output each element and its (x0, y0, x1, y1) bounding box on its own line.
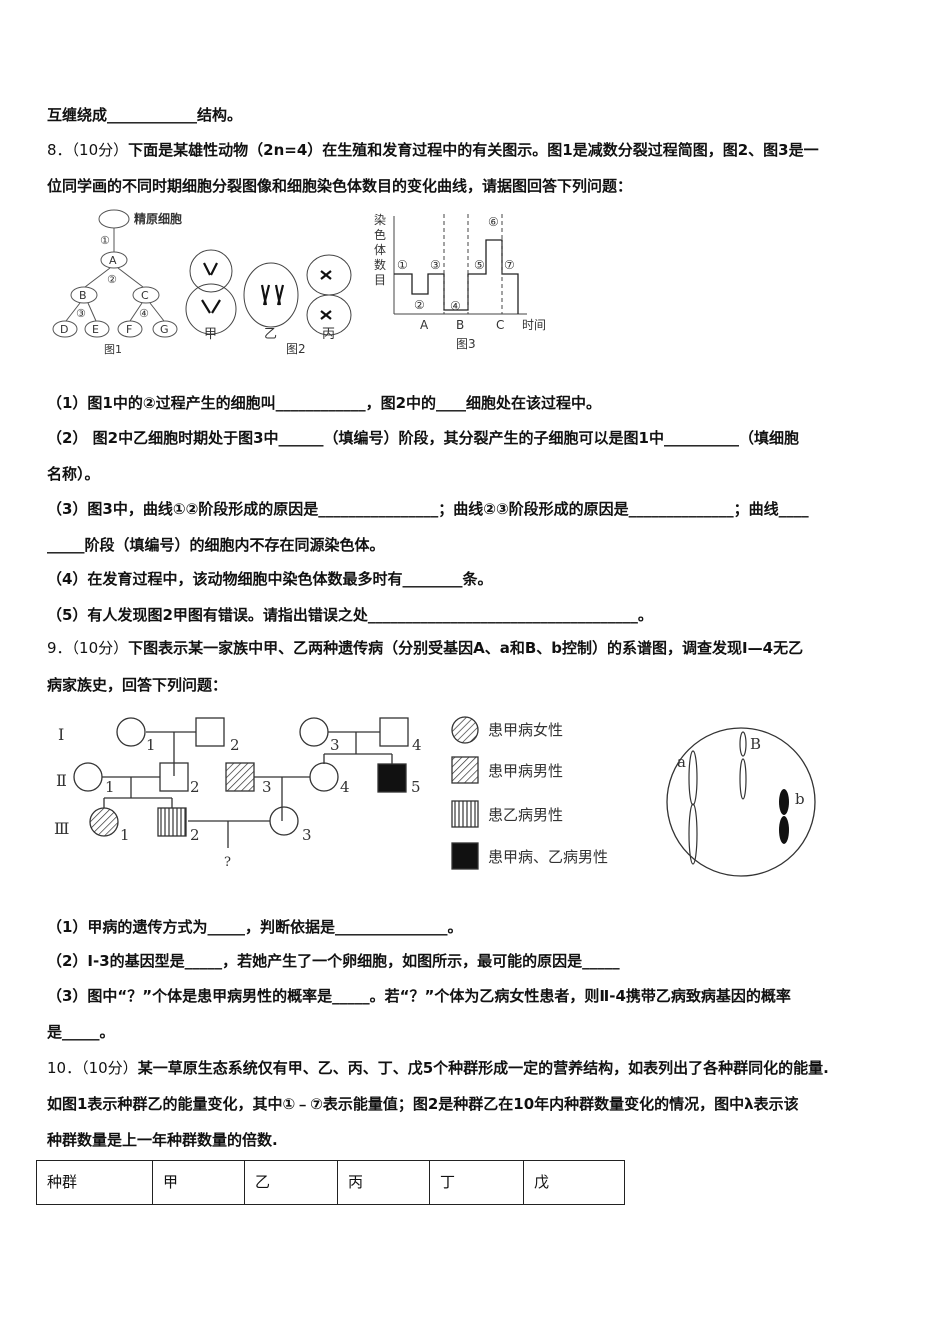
fig1-cell-g: G (160, 323, 169, 336)
figure-1-meiosis: 精原细胞 ① A ② B C ③ ④ D E F G 图1 (52, 209, 182, 355)
fig1-step-2: ② (107, 273, 117, 286)
table-cell: 丁 (429, 1160, 524, 1205)
legend-male-both: 患甲病、乙病男性 (488, 848, 608, 866)
fig1-cell-c: C (141, 289, 149, 302)
table-cell: 种群 (36, 1160, 153, 1205)
answer-line-prev: 互缠绕成____________结构。 (47, 106, 243, 124)
egg-cell-chromosomes: a B b (666, 727, 816, 877)
fig1-step-3: ③ (76, 307, 86, 320)
fig1-cell-e: E (92, 323, 99, 336)
fig1-spermatogonium-label: 精原细胞 (134, 211, 182, 226)
allele-a-label: a (677, 753, 686, 771)
fig1-step-4: ④ (139, 307, 149, 320)
q8-sub-2a: （2） 图2中乙细胞时期处于图3中______（填编号）阶段，其分裂产生的子细胞… (47, 429, 799, 447)
q8-sub-5: （5）有人发现图2甲图有错误。请指出错误之处__________________… (47, 606, 653, 624)
table-cell: 丙 (337, 1160, 430, 1205)
generation-3-label: Ⅲ (54, 819, 69, 838)
fig1-cell-a: A (109, 254, 117, 267)
q9-sub-2: （2）Ⅰ-3的基因型是_____，若她产生了一个卵细胞，如图所示，最可能的原因是… (47, 952, 620, 970)
fig3-ylabel-5: 目 (374, 273, 386, 287)
table-cell: 戊 (523, 1160, 625, 1205)
generation-2-label: Ⅱ (56, 771, 67, 790)
fig3-stage-7: ⑦ (504, 258, 515, 272)
fig3-stage-4: ④ (450, 299, 461, 313)
fig3-tick-c: C (496, 318, 504, 332)
ped-III-3: 3 (302, 826, 312, 844)
q9-line-2: 病家族史，回答下列问题： (47, 676, 228, 694)
ped-I-1: 1 (146, 736, 156, 754)
q9-number: 9．（10分） (47, 639, 129, 657)
pedigree-legend: 患甲病女性 患甲病男性 患乙病男性 患甲病、乙病男性 (451, 716, 608, 870)
pedigree-chart: Ⅰ Ⅱ Ⅲ 1 2 3 (54, 717, 422, 870)
q10-number: 10．（10分） (47, 1059, 138, 1077)
allele-b-label: b (795, 790, 805, 808)
q8-number: 8．（10分） (47, 141, 129, 159)
fig3-stage-2: ② (414, 298, 425, 312)
q10-line-1: 10．（10分）某一草原生态系统仅有甲、乙、丙、丁、戊5个种群形成一定的营养结构… (47, 1057, 829, 1078)
q8-line-1: 8．（10分）下面是某雄性动物（2n=4）在生殖和发育过程中的有关图示。图1是减… (47, 139, 819, 160)
fig3-ylabel-2: 色 (374, 228, 386, 242)
ped-III-2: 2 (190, 826, 200, 844)
fig3-stage-1: ① (397, 258, 408, 272)
figure-2-cells: 甲 乙 丙 图2 (185, 249, 352, 355)
fig1-step-1: ① (100, 234, 110, 247)
q8-sub-1: （1）图1中的②过程产生的细胞叫____________，图2中的____细胞处… (47, 394, 602, 412)
q9-sub-1: （1）甲病的遗传方式为_____，判断依据是_______________。 (47, 918, 463, 936)
fig3-stage-5: ⑤ (474, 258, 485, 272)
q10-line-2: 如图1表示种群乙的能量变化，其中①﹣⑦表示能量值；图2是种群乙在10年内种群数量… (47, 1095, 799, 1113)
ped-I-2: 2 (230, 736, 240, 754)
legend-male-disease-b: 患乙病男性 (488, 806, 563, 824)
fig2-caption: 图2 (286, 342, 306, 355)
fig2-label-bing: 丙 (322, 327, 335, 342)
fig3-xlabel: 时间 (522, 318, 546, 332)
fig1-cell-b: B (79, 289, 87, 302)
table-row: 种群 甲 乙 丙 丁 戊 (36, 1160, 625, 1205)
q8-sub-4: （4）在发育过程中，该动物细胞中染色体数最多时有________条。 (47, 570, 493, 588)
fig1-caption: 图1 (104, 343, 122, 355)
figure-3-chromosome-curve: 染 色 体 数 目 ① ② ③ ④ ⑤ ⑥ ⑦ A B C 时间 图3 (374, 212, 546, 351)
legend-male-disease-a: 患甲病男性 (488, 762, 563, 780)
allele-B-label: B (750, 735, 761, 753)
q8-line-2: 位同学画的不同时期细胞分裂图像和细胞染色体数目的变化曲线，请据图回答下列问题： (47, 177, 633, 195)
q8-sub-3b: _____阶段（填编号）的细胞内不存在同源染色体。 (47, 536, 385, 554)
ped-II-1: 1 (105, 778, 115, 796)
population-energy-table: 种群 甲 乙 丙 丁 戊 (36, 1160, 625, 1205)
fig3-ylabel-4: 数 (374, 257, 386, 272)
table-cell: 乙 (244, 1160, 338, 1205)
q8-sub-3a: （3）图3中，曲线①②阶段形成的原因是________________；曲线②③… (47, 500, 809, 518)
q10-text-1: 某一草原生态系统仅有甲、乙、丙、丁、戊5个种群形成一定的营养结构，如表列出了各种… (137, 1059, 829, 1077)
q8-text-1: 下面是某雄性动物（2n=4）在生殖和发育过程中的有关图示。图1是减数分裂过程简图… (128, 141, 819, 159)
ped-I-4: 4 (412, 736, 422, 754)
table-cell: 甲 (152, 1160, 245, 1205)
fig3-tick-b: B (456, 318, 464, 332)
ped-III-1: 1 (120, 826, 130, 844)
ped-I-3: 3 (330, 736, 340, 754)
fig1-cell-f: F (126, 323, 132, 336)
ped-II-3: 3 (262, 778, 272, 796)
fig3-stage-3: ③ (430, 258, 441, 272)
fig1-cell-d: D (60, 323, 68, 336)
fig3-ylabel-3: 体 (374, 243, 386, 257)
fig2-label-yi: 乙 (264, 327, 277, 342)
ped-unknown: ? (224, 855, 231, 870)
ped-II-5: 5 (411, 778, 421, 796)
q10-line-3: 种群数量是上一年种群数量的倍数. (47, 1131, 278, 1149)
ped-II-4: 4 (340, 778, 350, 796)
fig3-tick-a: A (420, 318, 429, 332)
q9-sub-3a: （3）图中“？”个体是患甲病男性的概率是_____。若“？”个体为乙病女性患者，… (47, 987, 791, 1005)
ped-II-2: 2 (190, 778, 200, 796)
fig3-ylabel-1: 染 (374, 212, 386, 227)
generation-1-label: Ⅰ (58, 725, 64, 744)
legend-female-disease-a: 患甲病女性 (488, 721, 563, 739)
q9-text-1: 下图表示某一家族中甲、乙两种遗传病（分别受基因A、a和B、b控制）的系谱图，调查… (128, 639, 804, 657)
q9-sub-3b: 是_____。 (47, 1023, 115, 1041)
q8-sub-2b: 名称）。 (47, 465, 100, 483)
q9-line-1: 9．（10分）下图表示某一家族中甲、乙两种遗传病（分别受基因A、a和B、b控制）… (47, 637, 803, 658)
fig3-caption: 图3 (456, 337, 476, 351)
fig3-stage-6: ⑥ (488, 215, 499, 229)
fig2-label-jia: 甲 (204, 327, 217, 342)
